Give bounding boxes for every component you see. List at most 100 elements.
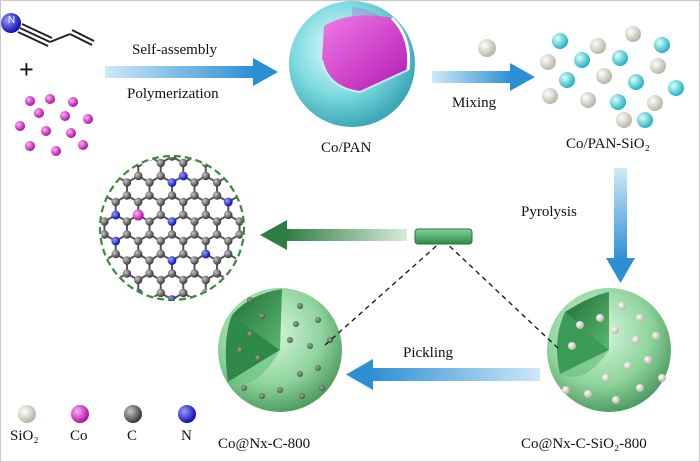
nitrogen-symbol: N (7, 15, 16, 26)
polymerization-label: Polymerization (127, 86, 219, 102)
carbon-atom (190, 256, 199, 265)
n-doped-graphene-lattice (89, 154, 255, 302)
carbon-atom (212, 269, 222, 278)
carbon-atom (111, 275, 120, 285)
carbon-atom (122, 256, 132, 265)
carbon-atom (247, 211, 255, 219)
self-assembly-arrow (105, 58, 278, 86)
carbon-atom (179, 197, 188, 207)
carbon-atom (122, 178, 132, 187)
carbon-atom (212, 191, 222, 200)
carbon-atom (179, 158, 188, 168)
carbon-atom (122, 217, 132, 226)
co-nx-c-sio2-800-sphere (547, 288, 671, 412)
carbon-atom (145, 191, 154, 200)
co-pan-sphere (289, 1, 415, 127)
carbon-atom (224, 236, 233, 246)
carbon-atom (156, 288, 165, 298)
carbon-atom (122, 191, 132, 200)
carbon-atom (134, 171, 143, 181)
self-assembly-label: Self-assembly (132, 42, 217, 58)
carbon-atom (134, 249, 143, 259)
carbon-atom (156, 275, 165, 285)
carbon-atom (201, 197, 210, 207)
co-pan-sio2-label: Co/PAN-SiO₂ (566, 136, 650, 152)
carbon-atom (122, 269, 132, 278)
cobalt-atom (132, 209, 144, 221)
acrylonitrile-molecule (1, 13, 95, 47)
carbon-atom (145, 230, 154, 239)
pickling-label: Pickling (403, 345, 454, 361)
carbon-atom (224, 275, 233, 285)
carbon-atom (212, 178, 222, 187)
carbon-atom (101, 230, 109, 239)
nitrogen-atom (167, 178, 177, 187)
carbon-atom (89, 211, 97, 219)
co-pan-label: Co/PAN (321, 140, 372, 156)
nitrogen-atom (111, 210, 121, 220)
nitrogen-atom (167, 217, 177, 226)
carbon-atom (156, 158, 165, 168)
carbon-atom (201, 171, 210, 181)
carbon-atom (201, 210, 210, 220)
mixing-label: Mixing (452, 95, 497, 111)
carbon-atom (89, 237, 97, 245)
co-nx-c-800-label: Co@Nx-C-800 (218, 436, 311, 452)
carbon-atom (212, 230, 222, 239)
carbon-atom (190, 269, 199, 278)
carbon-atom (134, 197, 143, 207)
c-legend-icon (124, 405, 142, 423)
nitrogen-atom (178, 171, 188, 181)
carbon-atom (122, 230, 132, 239)
carbon-atom (235, 217, 243, 226)
carbon-atom (145, 178, 154, 187)
carbon-atom (145, 256, 154, 265)
carbon-atom (156, 197, 165, 207)
carbon-atom (190, 178, 199, 187)
nitrogen-atom (223, 197, 233, 207)
pyrolysis-arrow (606, 168, 635, 283)
carbon-atom (156, 171, 165, 181)
carbon-atom (101, 217, 109, 226)
carbon-atom (201, 236, 210, 246)
carbon-atom (167, 191, 177, 200)
carbon-atom (179, 236, 188, 246)
co-legend-icon (71, 405, 89, 423)
co-pan-sio2-mixture (540, 26, 684, 128)
carbon-atom (156, 249, 165, 259)
sio2-legend-icon (18, 405, 36, 423)
carbon-atom (212, 217, 222, 226)
legend-icons (18, 405, 196, 423)
nitrogen-atom (167, 295, 177, 299)
carbon-atom (224, 210, 233, 220)
carbon-atom (167, 230, 177, 239)
carbon-atom (247, 237, 255, 245)
carbon-atom (167, 269, 177, 278)
carbon-atom (224, 249, 233, 259)
nitrogen-atom (111, 236, 121, 246)
carbon-atom (134, 236, 143, 246)
carbon-atom (179, 275, 188, 285)
carbon-atom (167, 157, 177, 161)
carbon-atom (190, 191, 199, 200)
co-nx-c-800-sphere (218, 288, 342, 412)
carbon-atom (179, 249, 188, 259)
carbon-atom (179, 210, 188, 220)
nitrogen-atom-icon (1, 13, 21, 33)
pyrolysis-label: Pyrolysis (521, 204, 577, 220)
carbon-atom (145, 217, 154, 226)
carbon-atom (111, 249, 120, 259)
n-legend-icon (178, 405, 196, 423)
co-ions-cluster (15, 94, 93, 156)
carbon-fragment-bar (414, 228, 473, 245)
carbon-atom (190, 217, 199, 226)
zoom-arrow (260, 220, 407, 250)
carbon-atom (212, 256, 222, 265)
legend-label-sio2: SiO₂ (10, 428, 39, 444)
carbon-atom (235, 230, 243, 239)
carbon-atom (111, 197, 120, 207)
legend-label-c: C (127, 428, 138, 444)
carbon-atom (156, 236, 165, 246)
legend-label-co: Co (70, 428, 88, 444)
